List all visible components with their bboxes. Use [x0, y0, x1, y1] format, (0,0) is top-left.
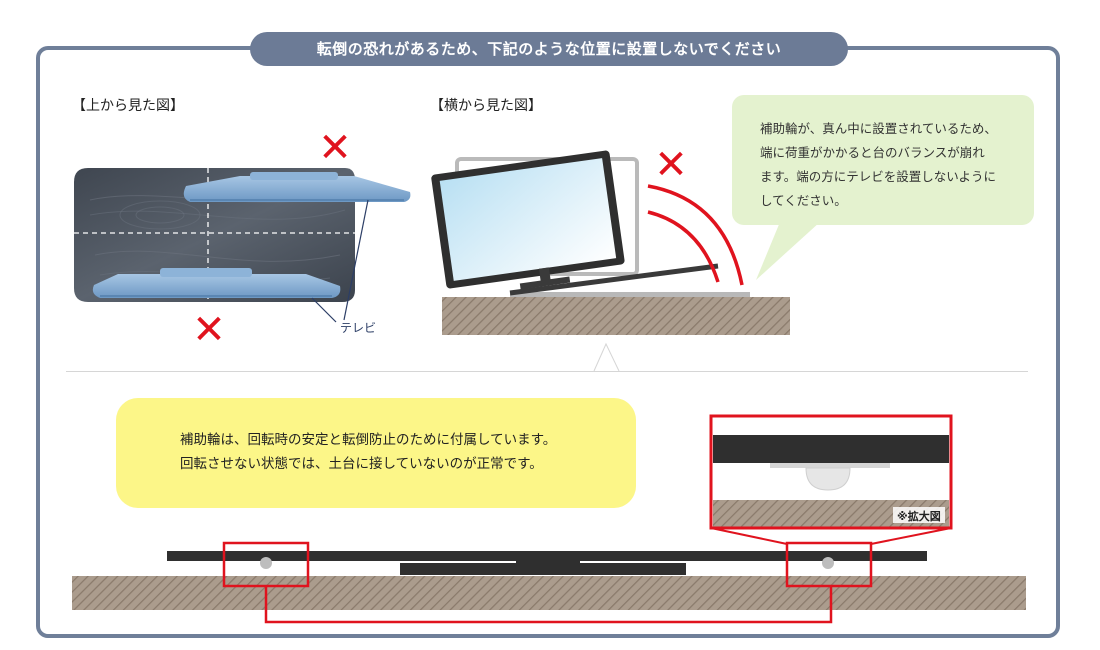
wheel-note-line: 補助輪は、回転時の安定と転倒防止のために付属しています。 [180, 432, 557, 448]
swivel-board [167, 551, 927, 561]
divider-notch [593, 342, 620, 372]
side-note-line: 端に荷重がかかると台のバランスが崩れ [760, 145, 985, 160]
connector-line [264, 586, 833, 624]
wheel-note: 補助輪は、回転時の安定と転倒防止のために付属しています。 回転させない状態では、… [116, 398, 636, 508]
cross-mark-top-upper: ✕ [318, 125, 352, 171]
side-view-label: 【横から見た図】 [430, 98, 542, 114]
top-view-label: 【上から見た図】 [72, 98, 184, 114]
top-view-illustration: テレビ ✕ ✕ [74, 125, 411, 353]
page-title: 転倒の恐れがあるため、下記のような位置に設置しないでください [250, 32, 848, 66]
aux-wheel-left [260, 557, 272, 569]
cross-mark-top-lower: ✕ [192, 307, 226, 353]
highlight-box-right [785, 541, 873, 588]
bottom-illustration: ※拡大図 [72, 414, 1026, 624]
tilted-board [509, 263, 719, 296]
side-view-illustration: ✕ [431, 142, 790, 335]
stand-base [400, 563, 686, 575]
side-note-line: ます。端の方にテレビを設置しないように [760, 169, 997, 184]
bottom-floor [72, 576, 1026, 610]
tv-label: テレビ [340, 321, 376, 335]
side-note-line: してください。 [760, 193, 847, 208]
section-divider [66, 371, 1028, 372]
side-floor [442, 297, 790, 335]
tilt-arc-inner [647, 210, 720, 283]
zoom-box: ※拡大図 [709, 414, 953, 530]
tv-base-top-lower [92, 268, 341, 298]
tv-base-top-upper [183, 172, 411, 202]
green-bubble-pointer [756, 222, 820, 280]
zoom-wheel [805, 467, 851, 491]
tilt-arc-outer [647, 184, 744, 286]
aux-wheel-right [822, 557, 834, 569]
side-view-note: 補助輪が、真ん中に設置されているため、 端に荷重がかかると台のバランスが崩れ ま… [732, 95, 1034, 225]
wheel-note-line: 回転させない状態では、土台に接していないのが正常です。 [180, 456, 543, 472]
zoom-label: ※拡大図 [897, 509, 941, 523]
side-note-line: 補助輪が、真ん中に設置されているため、 [760, 121, 997, 136]
cross-mark-side: ✕ [654, 142, 688, 188]
tv-tilted [431, 150, 625, 289]
